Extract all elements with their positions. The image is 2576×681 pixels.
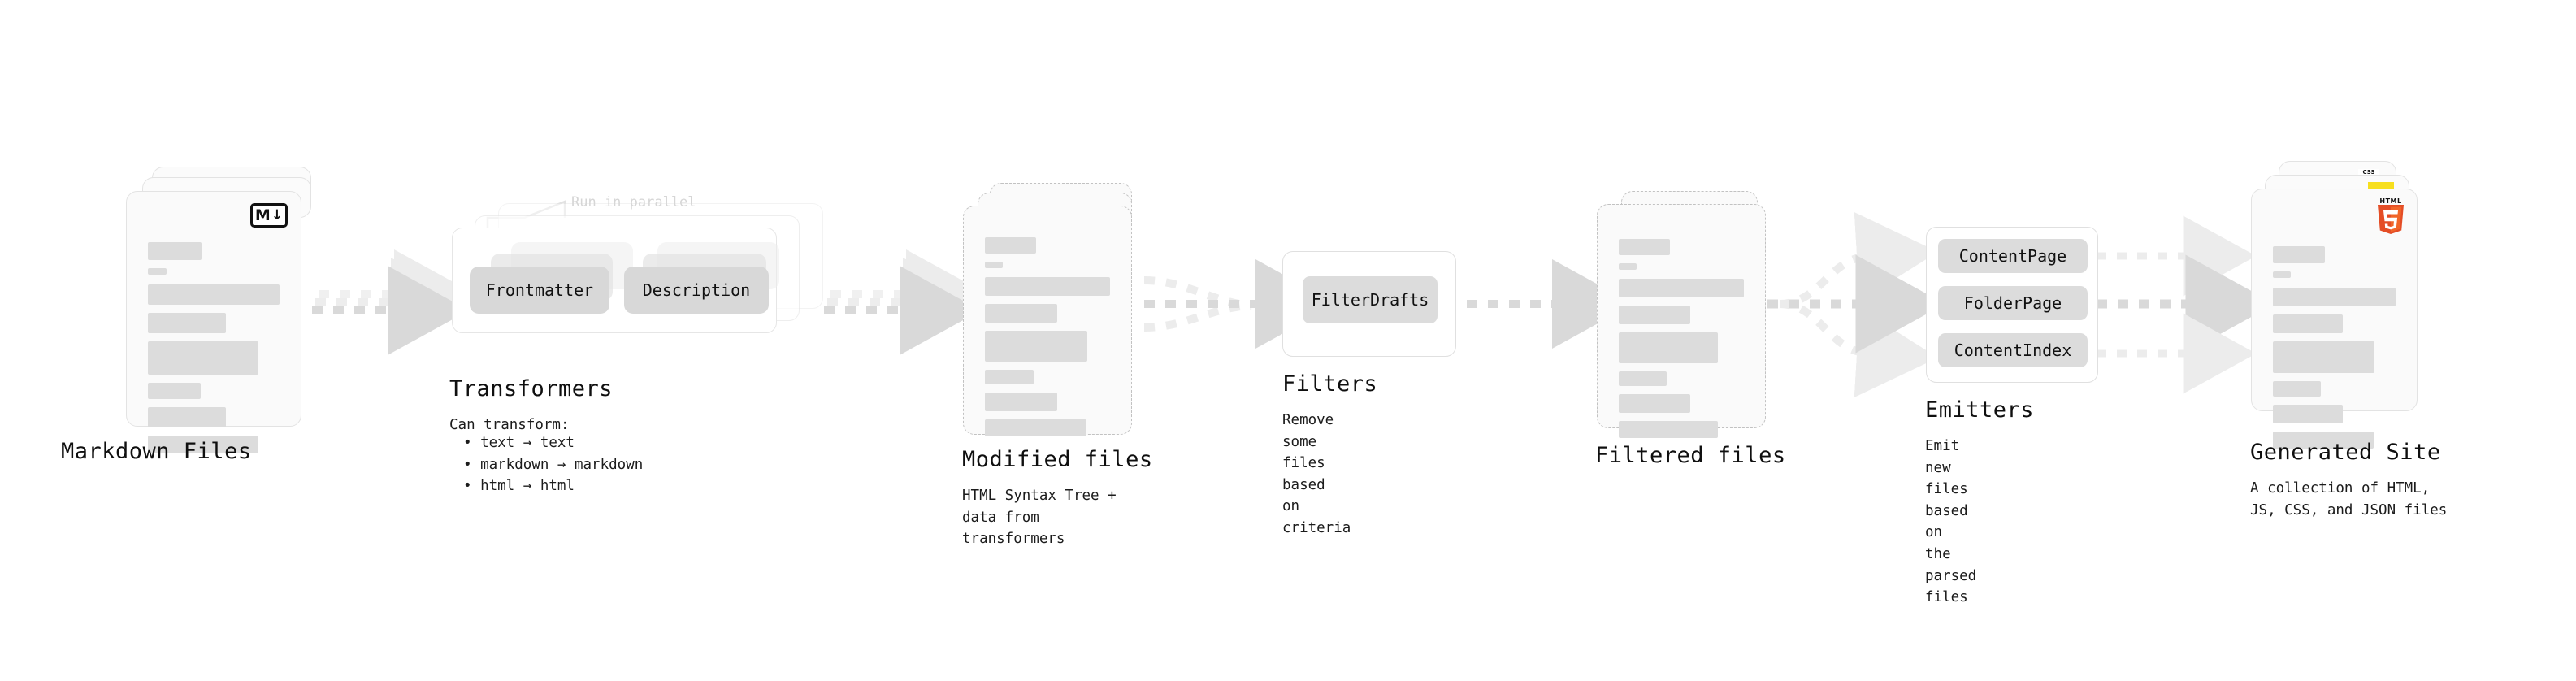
stage-title: Generated Site: [2250, 440, 2441, 465]
stage-title: Transformers: [449, 376, 614, 401]
run-in-parallel-label: Run in parallel: [571, 194, 696, 210]
skeleton-bar: [148, 268, 167, 275]
skeleton-bar: [148, 313, 226, 333]
html5-badge-label: HTML: [2379, 197, 2402, 205]
filtered-card-stack: [1597, 191, 1780, 438]
markdown-badge-arrow: ↓: [271, 206, 284, 223]
transformers-bullet-list: • text → text • markdown → markdown • ht…: [463, 432, 643, 497]
bullet-label: text → text: [480, 435, 575, 451]
filter-pill-label: FilterDrafts: [1311, 290, 1429, 310]
skeleton-bar: [2273, 405, 2344, 423]
skeleton-bar: [985, 331, 1088, 362]
skeleton-bar: [985, 393, 1058, 411]
stage-title: Filtered files: [1595, 443, 1786, 468]
skeleton-bar: [985, 370, 1034, 384]
site-skeleton-bars: [2273, 246, 2396, 457]
bullet-label: markdown → markdown: [480, 456, 644, 473]
site-card-front-html: HTML: [2251, 189, 2418, 449]
bullet-label: html → html: [480, 478, 575, 495]
filtered-skeleton-bars: [1619, 239, 1744, 446]
markdown-skeleton-bars: [148, 242, 280, 462]
skeleton-bar: [2273, 288, 2396, 306]
html5-badge: HTML: [2374, 197, 2407, 235]
transformer-pill-description[interactable]: Description: [624, 267, 769, 314]
connector-emitters-to-site: [2097, 215, 2275, 394]
emitter-pill-contentpage[interactable]: ContentPage: [1938, 239, 2088, 273]
emitters-box: ContentPage FolderPage ContentIndex: [1926, 227, 2098, 383]
skeleton-bar: [1619, 263, 1637, 270]
stage-title: Modified files: [962, 447, 1153, 472]
skeleton-bar: [2273, 341, 2375, 373]
bullet-item: • markdown → markdown: [463, 456, 644, 473]
modified-card-stack: [963, 183, 1150, 436]
stage-filtered-files: Filtered files: [1595, 191, 1785, 468]
transformers-panel-stack: Frontmatter Description: [452, 203, 834, 354]
skeleton-bar: [2273, 271, 2291, 278]
stage-caption: Can transform:: [449, 417, 570, 433]
skeleton-bar: [1619, 371, 1667, 386]
bullet-item: • html → html: [463, 478, 575, 495]
stage-markdown-files: M↓ Markdown Files: [61, 167, 329, 464]
stage-title: Emitters: [1925, 397, 2035, 423]
bullet-item: • text → text: [463, 435, 575, 451]
skeleton-bar: [148, 284, 280, 305]
skeleton-bar: [1619, 332, 1718, 363]
stage-caption: Emit new files based on the parsed files: [1925, 438, 1977, 606]
skeleton-bar: [2273, 314, 2344, 333]
skeleton-bar: [1619, 306, 1690, 324]
stage-modified-files: Modified files HTML Syntax Tree + data f…: [962, 183, 1152, 547]
modified-skeleton-bars: [985, 237, 1110, 445]
skeleton-bar: [1619, 239, 1670, 255]
transformer-pill-frontmatter[interactable]: Frontmatter: [470, 267, 609, 314]
connector-filtered-to-emitters: [1767, 212, 1945, 397]
markdown-badge-letter: M: [254, 206, 271, 224]
markdown-badge: M↓: [250, 203, 288, 228]
filter-pill-filterdrafts[interactable]: FilterDrafts: [1303, 276, 1438, 323]
skeleton-bar: [2273, 381, 2321, 397]
stage-caption: Remove some files based on criteria: [1282, 412, 1351, 536]
emitter-pill-contentindex[interactable]: ContentIndex: [1938, 333, 2088, 367]
skeleton-bar: [148, 242, 202, 260]
emitter-pill-folderpage[interactable]: FolderPage: [1938, 286, 2088, 320]
skeleton-bar: [985, 304, 1058, 323]
markdown-card-stack: M↓: [126, 167, 329, 453]
stage-title: Markdown Files: [61, 439, 252, 464]
connector-transformers-to-modified: [824, 249, 987, 355]
site-card-stack: CSS HTML: [2251, 161, 2454, 449]
skeleton-bar: [985, 277, 1110, 296]
css-badge-label: CSS: [2362, 169, 2375, 176]
skeleton-bar: [148, 341, 259, 375]
connector-modified-to-filters: [1143, 259, 1337, 349]
stage-caption: A collection of HTML, JS, CSS, and JSON …: [2250, 480, 2448, 518]
filters-box: FilterDrafts: [1282, 251, 1456, 357]
stage-generated-site: CSS HTML: [2250, 161, 2454, 518]
skeleton-bar: [1619, 421, 1718, 438]
emitter-pill-label: FolderPage: [1963, 293, 2062, 313]
markdown-card-front: M↓: [126, 191, 301, 453]
skeleton-bar: [148, 383, 201, 399]
skeleton-bar: [148, 407, 226, 427]
skeleton-bar: [2273, 432, 2374, 449]
filtered-card-front: [1597, 204, 1766, 438]
emitter-pill-label: ContentIndex: [1954, 340, 2072, 360]
skeleton-bar: [148, 436, 259, 453]
emitter-pill-label: ContentPage: [1958, 246, 2067, 266]
transformer-pill-label: Description: [642, 280, 751, 300]
skeleton-bar: [1619, 279, 1744, 297]
skeleton-bar: [1619, 394, 1690, 413]
skeleton-bar: [985, 419, 1086, 436]
skeleton-bar: [985, 237, 1036, 254]
stage-caption: HTML Syntax Tree + data from transformer…: [962, 488, 1117, 548]
skeleton-bar: [2273, 246, 2325, 263]
transformer-pill-label: Frontmatter: [485, 280, 594, 300]
stage-transformers: Frontmatter Description Run in parallel …: [449, 194, 834, 494]
modified-card-front: [963, 206, 1132, 436]
stage-title: Filters: [1282, 371, 1378, 397]
skeleton-bar: [985, 262, 1003, 268]
